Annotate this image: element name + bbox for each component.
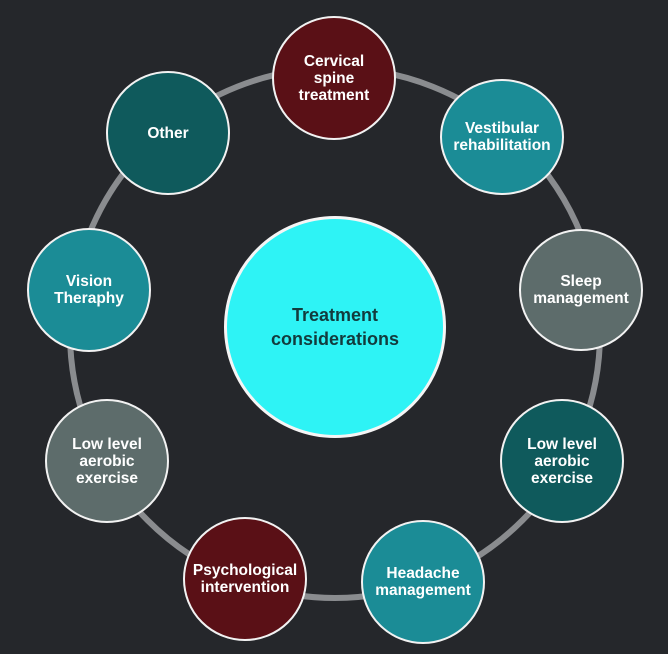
- node-sleep-management: Sleep management: [519, 229, 643, 351]
- center-label: Treatment considerations: [270, 305, 400, 349]
- node-vestibular-rehabilitation: Vestibular rehabilitation: [440, 79, 564, 195]
- node-label: Psychological intervention: [192, 562, 298, 596]
- node-headache-management: Headache management: [361, 520, 485, 644]
- node-label: Sleep management: [533, 273, 629, 307]
- node-psychological-intervention: Psychological intervention: [183, 517, 307, 641]
- center-node: Treatment considerations: [224, 216, 446, 438]
- node-low-level-aerobic-exercise-right: Low level aerobic exercise: [500, 399, 624, 523]
- node-label: Headache management: [375, 565, 471, 599]
- node-label: Cervical spine treatment: [298, 52, 370, 104]
- node-vision-theraphy: Vision Theraphy: [27, 228, 151, 352]
- node-label: Vision Theraphy: [54, 273, 124, 307]
- node-label: Low level aerobic exercise: [527, 435, 597, 487]
- node-label: Other: [147, 124, 189, 142]
- node-low-level-aerobic-exercise-left: Low level aerobic exercise: [45, 399, 169, 523]
- node-other: Other: [106, 71, 230, 195]
- node-label: Low level aerobic exercise: [72, 435, 142, 487]
- node-cervical-spine-treatment: Cervical spine treatment: [272, 16, 396, 140]
- node-label: Vestibular rehabilitation: [453, 120, 551, 154]
